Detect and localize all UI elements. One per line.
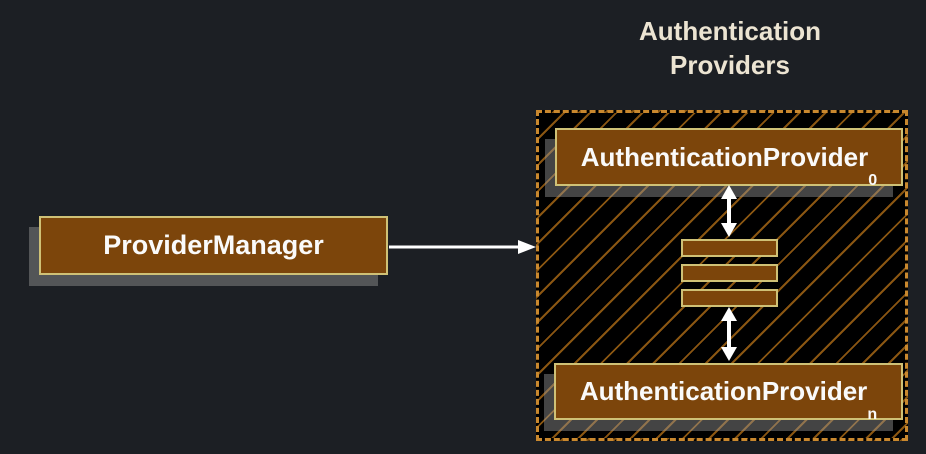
ellipsis-stack xyxy=(681,239,778,307)
ellipsis-bar xyxy=(681,264,778,282)
arrow-ellipsis-to-provider-n-icon xyxy=(721,307,737,361)
arrow-provider-manager-to-group-icon xyxy=(389,240,536,254)
group-title: Authentication Providers xyxy=(544,14,916,82)
group-title-line1: Authentication xyxy=(639,16,821,46)
node-provider-manager: ProviderManager xyxy=(39,216,388,275)
group-title-line2: Providers xyxy=(670,50,790,80)
arrow-provider0-to-ellipsis-icon xyxy=(721,185,737,237)
node-provider-manager-label: ProviderManager xyxy=(103,230,324,260)
node-authentication-provider-n-subscript: n xyxy=(867,405,878,423)
node-authentication-provider-n-label: AuthenticationProvider xyxy=(579,376,868,406)
node-authentication-provider-0-subscript: 0 xyxy=(868,171,878,189)
ellipsis-bar xyxy=(681,239,778,257)
ellipsis-bar xyxy=(681,289,778,307)
node-authentication-provider-0-label: AuthenticationProvider xyxy=(580,141,869,172)
